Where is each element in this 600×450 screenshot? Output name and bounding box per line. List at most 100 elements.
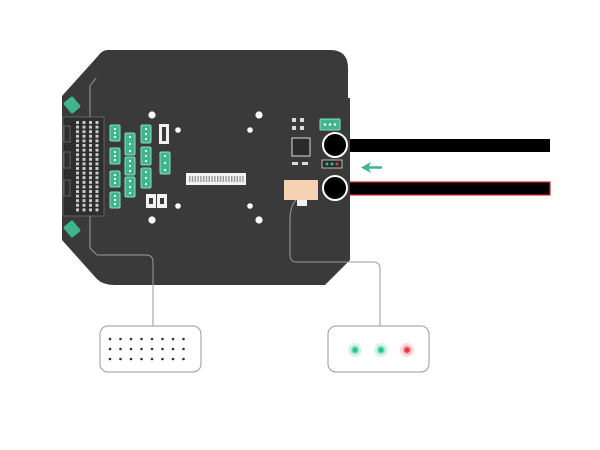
gpio-pin — [76, 199, 79, 203]
header-dot — [129, 357, 133, 361]
gpio-pin — [89, 157, 92, 161]
gpio-pin — [95, 144, 99, 147]
mounting-hole — [247, 203, 253, 209]
gpio-pin — [82, 208, 86, 212]
mounting-hole — [255, 216, 263, 224]
gpio-pin — [95, 203, 99, 207]
led-leader-line — [289, 199, 381, 326]
gpio-pin — [76, 134, 79, 138]
gpio-pin — [89, 134, 92, 138]
power-jack-icon — [322, 175, 348, 201]
white-connectors — [146, 124, 169, 208]
ribbon-pin — [197, 176, 199, 182]
gpio-pin — [76, 144, 79, 147]
connector-pin — [128, 159, 132, 163]
callout-lines — [89, 77, 381, 326]
connector-pin — [144, 154, 148, 158]
connector-pin — [113, 177, 117, 181]
gpio-pin — [82, 176, 86, 180]
connector-pin — [128, 185, 132, 189]
header-dot — [171, 337, 175, 341]
ribbon-pin — [228, 176, 230, 182]
header-dot — [150, 337, 154, 341]
connector-pin — [163, 161, 167, 165]
connector-pin — [128, 135, 132, 139]
status-led-icon — [327, 325, 430, 373]
led-green-1 — [352, 347, 358, 353]
gpio-pin — [76, 157, 79, 161]
header-dot — [150, 357, 154, 361]
connector-pin — [163, 168, 167, 172]
header-dot — [140, 347, 143, 351]
header-dot — [171, 357, 175, 361]
header-dot — [182, 357, 185, 361]
gpio-pin — [95, 134, 99, 138]
gpio-pin — [76, 121, 79, 124]
connector-pin — [144, 127, 148, 131]
green-connectors — [109, 124, 171, 209]
gpio-pin — [89, 185, 92, 189]
connector-pin — [128, 179, 132, 183]
connector-pin — [113, 154, 117, 158]
header-dot — [161, 337, 164, 341]
gpio-pins — [76, 121, 99, 212]
gpio-pin — [82, 171, 86, 175]
header-dot — [108, 357, 112, 361]
header-dot — [161, 347, 164, 351]
gpio-pin — [89, 194, 92, 198]
header-dot — [182, 347, 185, 351]
connector-pin — [128, 169, 132, 173]
power-section — [284, 118, 348, 206]
pin-header-callout — [99, 325, 202, 373]
gpio-pin — [82, 194, 86, 198]
gpio-pin — [82, 157, 86, 161]
connector-pin — [144, 176, 148, 180]
gpio-pin — [76, 139, 79, 143]
ribbon-pin — [242, 176, 244, 182]
gpio-pin — [76, 194, 79, 198]
gpio-pin — [89, 162, 92, 166]
ribbon-pin — [225, 176, 227, 182]
connector-pin — [113, 135, 117, 139]
connector-pin — [163, 154, 167, 158]
gpio-pin — [76, 167, 79, 170]
gpio-pin — [82, 185, 86, 189]
header-dot — [108, 337, 112, 341]
connector-pin — [128, 191, 132, 195]
ribbon-pin — [222, 176, 224, 182]
ribbon-pin — [194, 176, 196, 182]
led-green-2 — [378, 347, 384, 353]
gpio-pin — [89, 144, 92, 147]
pin-header-leader-line — [89, 77, 154, 326]
gpio-pin — [82, 203, 86, 207]
mounting-hole — [148, 216, 156, 224]
gpio-pin — [95, 157, 99, 161]
led-red — [404, 347, 410, 353]
ribbon-pin — [205, 176, 208, 182]
ribbon-pin — [239, 176, 241, 182]
gpio-pin — [89, 121, 92, 124]
connector-pin — [113, 150, 117, 154]
gpio-pin — [76, 148, 79, 152]
corner-connector-top — [63, 96, 81, 114]
gpio-pin — [82, 121, 86, 124]
connector-pin — [128, 142, 132, 146]
header-dot — [140, 357, 143, 361]
ribbon-connector — [186, 173, 246, 185]
gpio-pin — [95, 176, 99, 180]
gpio-pin — [76, 153, 79, 157]
connector-pin — [144, 170, 148, 174]
gpio-pin — [82, 148, 86, 152]
ribbon-pin — [211, 176, 213, 182]
header-dot — [119, 337, 122, 341]
gpio-pin — [76, 125, 79, 129]
gpio-pin — [76, 162, 79, 166]
gpio-pin — [89, 203, 92, 207]
mounting-hole — [148, 111, 156, 119]
gpio-header — [62, 96, 105, 238]
gpio-pin — [82, 167, 86, 170]
gpio-pin — [82, 144, 86, 147]
gpio-pin — [82, 125, 86, 129]
ribbon-pin — [231, 176, 233, 182]
